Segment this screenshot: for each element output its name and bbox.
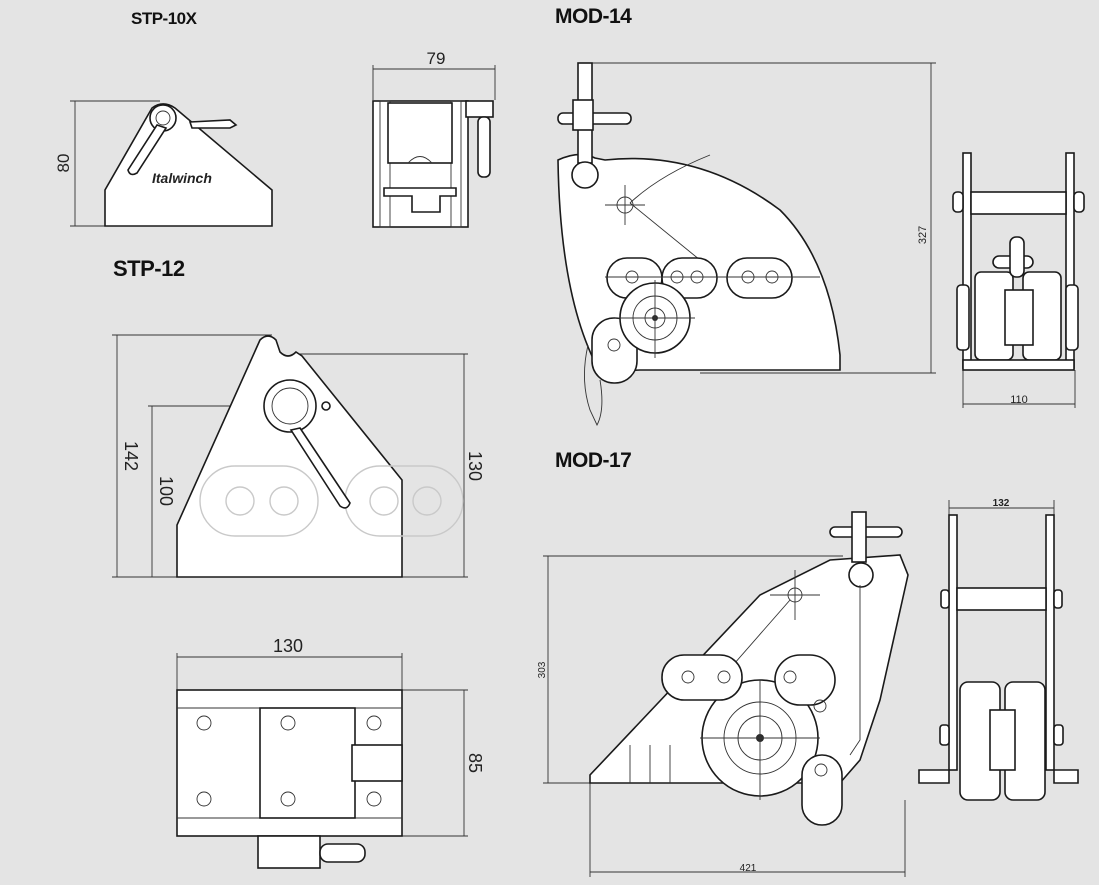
mod14-height-dim: 327 <box>917 226 929 244</box>
mod17-width-dim: 132 <box>993 498 1010 509</box>
mod14-title: MOD-14 <box>555 5 632 28</box>
mod17-side-view: 303 421 <box>537 511 909 877</box>
mod14-front-view: 110 <box>952 152 1085 408</box>
stp10x-title: STP-10X <box>131 9 197 28</box>
stp10x-height-dim: 80 <box>54 154 73 173</box>
stp12-top-width-dim: 130 <box>273 636 303 656</box>
mod14-side-view: 327 <box>557 62 936 427</box>
stp10x-front-view: 79 <box>372 49 496 228</box>
stp12-right-height-dim: 130 <box>465 451 485 481</box>
mod17-length-dim: 421 <box>740 863 757 874</box>
stp12-side-view: 142 100 130 <box>112 334 485 578</box>
stp12-total-height-dim: 142 <box>121 441 141 471</box>
stp12-top-depth-dim: 85 <box>465 753 485 773</box>
stp10x-width-dim: 79 <box>427 49 446 68</box>
mod17-title: MOD-17 <box>555 449 632 472</box>
mod14-width-dim: 110 <box>1010 394 1028 406</box>
stp12-axis-height-dim: 100 <box>156 476 176 506</box>
mod17-height-dim: 303 <box>537 661 548 678</box>
stp12-top-view: 130 85 <box>176 636 485 869</box>
stp10x-logo: Italwinch <box>152 170 212 186</box>
stp10x-side-view: 80 Italwinch <box>54 100 273 227</box>
stp12-title: STP-12 <box>113 256 185 281</box>
mod17-front-view: 132 <box>918 498 1079 801</box>
